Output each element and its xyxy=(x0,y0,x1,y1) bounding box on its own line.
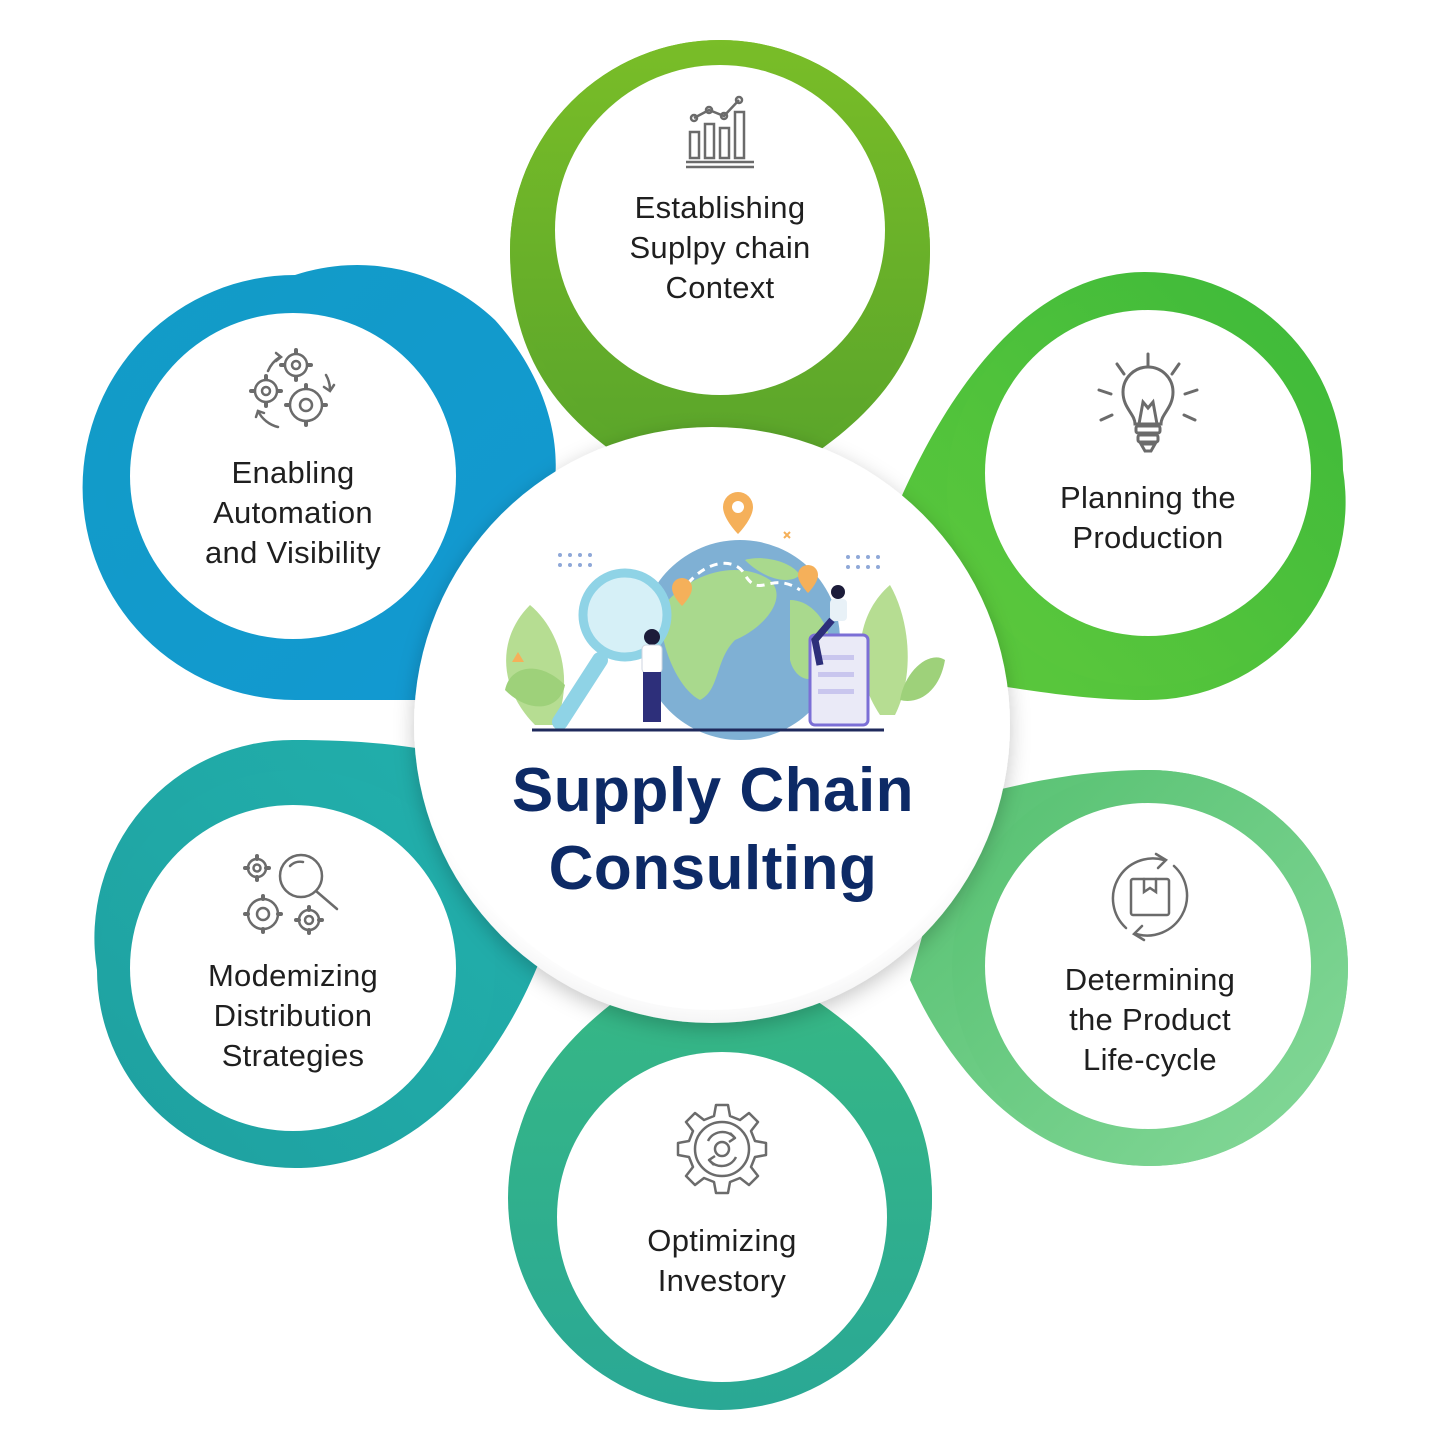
node-planning: Planning the Production xyxy=(983,350,1313,558)
node-circle-planning xyxy=(985,310,1311,636)
hub-title-line1: Supply Chain xyxy=(511,756,915,825)
node-label-line: Planning the xyxy=(1060,480,1236,515)
node-optimizing: Optimizing Investory xyxy=(557,1103,887,1301)
node-label-line: Investory xyxy=(657,1263,787,1298)
node-label-line: Establishing xyxy=(634,190,806,225)
node-label-line: and Visibility xyxy=(205,535,381,570)
globe-illustration xyxy=(505,492,945,740)
node-label-line: Optimizing xyxy=(647,1223,797,1258)
node-circle-modernizing xyxy=(130,805,456,1131)
node-label-line: Strategies xyxy=(221,1038,365,1073)
node-label-line: Enabling xyxy=(231,455,355,490)
node-label-line: Context xyxy=(665,270,775,305)
node-label-line: Modemizing xyxy=(207,958,379,993)
hub-title-line2: Consulting xyxy=(548,834,878,903)
node-circle-determining xyxy=(985,803,1311,1129)
node-label-line: Automation xyxy=(213,495,373,530)
node-circle-establishing xyxy=(555,65,885,395)
node-modernizing: Modemizing Distribution Strategies xyxy=(128,850,458,1076)
node-determining: Determining the Product Life-cycle xyxy=(985,852,1315,1080)
node-label-line: Determining xyxy=(1064,962,1236,997)
node-label-line: Suplpy chain xyxy=(629,230,811,265)
chart-growth-icon xyxy=(686,95,754,169)
node-label-line: Distribution xyxy=(213,998,373,1033)
hub-title: Supply Chain Consulting xyxy=(430,752,996,908)
node-circle-enabling xyxy=(130,313,456,639)
node-label-line: the Product xyxy=(1069,1002,1231,1037)
gears-search-icon xyxy=(243,853,339,935)
node-label-line: Production xyxy=(1072,520,1224,555)
node-enabling: Enabling Automation and Visibility xyxy=(128,345,458,573)
gear-cycle-icon xyxy=(676,1103,768,1195)
product-cycle-icon xyxy=(1111,852,1189,942)
node-label-line: Life-cycle xyxy=(1083,1042,1217,1077)
gears-automation-icon xyxy=(249,348,336,429)
node-establishing: Establishing Suplpy chain Context xyxy=(555,92,885,308)
node-circle-optimizing xyxy=(557,1052,887,1382)
lightbulb-icon xyxy=(1097,352,1199,453)
